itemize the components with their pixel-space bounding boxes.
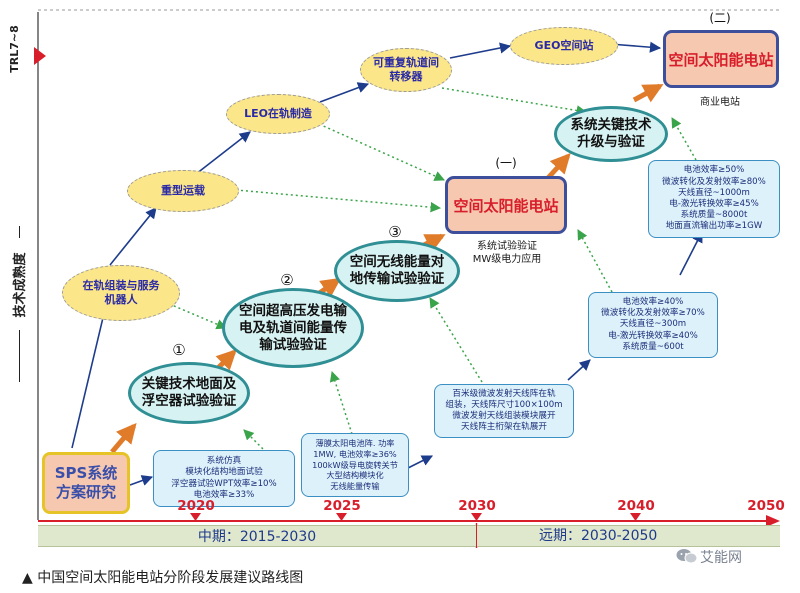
dotted-arrow: [671, 117, 697, 161]
flow-arrow: [319, 82, 370, 103]
period-long-band: 远期：2030-2050: [477, 525, 780, 547]
progress-arrow: [546, 153, 571, 180]
spec-box-3: 百米级微波发射天线阵在轨 组装，天线阵尺寸100×100m 微波发射天线组装模块…: [434, 384, 574, 438]
year-label-2050: 2050: [747, 498, 785, 514]
year-label-2020: 2020: [177, 498, 215, 514]
geo-station-node: GEO空间站: [510, 27, 618, 65]
progress-arrow: [632, 83, 664, 103]
year-marker: [471, 513, 482, 521]
year-label-2025: 2025: [323, 498, 361, 514]
watermark-text: 艾能网: [700, 550, 742, 566]
flow-arrow: [71, 303, 110, 449]
spec-box-1: 系统仿真 模块化结构地面试验 浮空器试验WPT效率≥10% 电池效率≥33%: [153, 450, 295, 507]
dotted-arrow: [429, 297, 483, 383]
flow-arrow: [407, 455, 434, 469]
robot-node: 在轨组装与服务 机器人: [62, 265, 180, 321]
year-label-2040: 2040: [617, 498, 655, 514]
flow-arrow: [449, 42, 512, 59]
flow-arrow: [567, 359, 591, 381]
timeline-arrowhead: [766, 515, 780, 527]
phase-marker-2: ②: [280, 271, 294, 289]
dotted-arrow: [235, 189, 442, 213]
year-marker: [630, 513, 641, 521]
flow-arrow: [609, 41, 662, 53]
trl-marker: [34, 47, 46, 65]
period-mid-band: 中期：2015-2030: [38, 525, 476, 547]
flow-arrow: [109, 207, 157, 266]
wechat-icon: [676, 548, 698, 564]
year-marker: [336, 513, 347, 521]
station-1-caption: 系统试验验证 MW级电力应用: [472, 241, 542, 265]
station-1-marker: (一): [495, 156, 517, 170]
flow-arrow: [679, 231, 703, 276]
spec-box-4: 电池效率≥40% 微波转化及发射效率≥70% 天线直径~300m 电-激光转换效…: [588, 292, 718, 358]
reusable-transfer-node: 可重复轨道间 转移器: [360, 48, 452, 92]
station-phase-2-box: 空间太阳能电站: [663, 30, 779, 88]
trl-label: TRL7~8: [8, 25, 21, 73]
spec-box-5: 电池效率≥50% 微波转化及发射效率≥80% 天线直径~1000m 电-激光转换…: [648, 160, 780, 238]
leo-manufacture-node: LEO在轨制造: [226, 94, 330, 134]
y-axis-label: 技术成熟度: [13, 252, 28, 318]
phase-marker-1: ①: [172, 341, 186, 359]
test-phase-3-node: 空间无线能量对 地传输试验验证: [334, 240, 460, 302]
station-2-marker: (二): [709, 11, 731, 25]
dotted-arrow: [577, 229, 613, 293]
upgrade-node: 系统关键技术 升级与验证: [554, 106, 668, 162]
year-marker: [190, 513, 201, 521]
spec-box-2: 薄膜太阳电池阵. 功率 1MW, 电池效率≥36% 100kW级导电旋转关节 大…: [301, 433, 409, 497]
test-phase-2-node: 空间超高压发电输 电及轨道间能量传 输试验验证: [222, 288, 364, 368]
progress-arrow: [110, 422, 137, 454]
dotted-arrow: [329, 371, 353, 435]
station-2-caption: 商业电站: [700, 97, 740, 108]
year-label-2030: 2030: [458, 498, 496, 514]
y-axis-label-dash-bottom: [19, 330, 20, 382]
station-phase-1-box: 空间太阳能电站: [445, 176, 567, 234]
heavy-launch-node: 重型运载: [127, 170, 239, 212]
period-long-label: 远期：2030-2050: [539, 528, 658, 544]
test-phase-1-node: 关键技术地面及 浮空器试验验证: [128, 362, 250, 424]
y-axis-label-dash-top: [19, 226, 20, 238]
sps-study-box: SPS系统 方案研究: [42, 452, 130, 514]
dotted-arrow: [441, 87, 588, 116]
dotted-arrow: [309, 119, 445, 181]
flow-arrow: [129, 475, 154, 486]
y-axis-top: TRL7~8: [0, 22, 34, 82]
flow-arrow: [195, 131, 251, 175]
phase-marker-3: ③: [388, 223, 402, 241]
figure-caption: ▲ 中国空间太阳能电站分阶段发展建议路线图: [22, 570, 304, 586]
